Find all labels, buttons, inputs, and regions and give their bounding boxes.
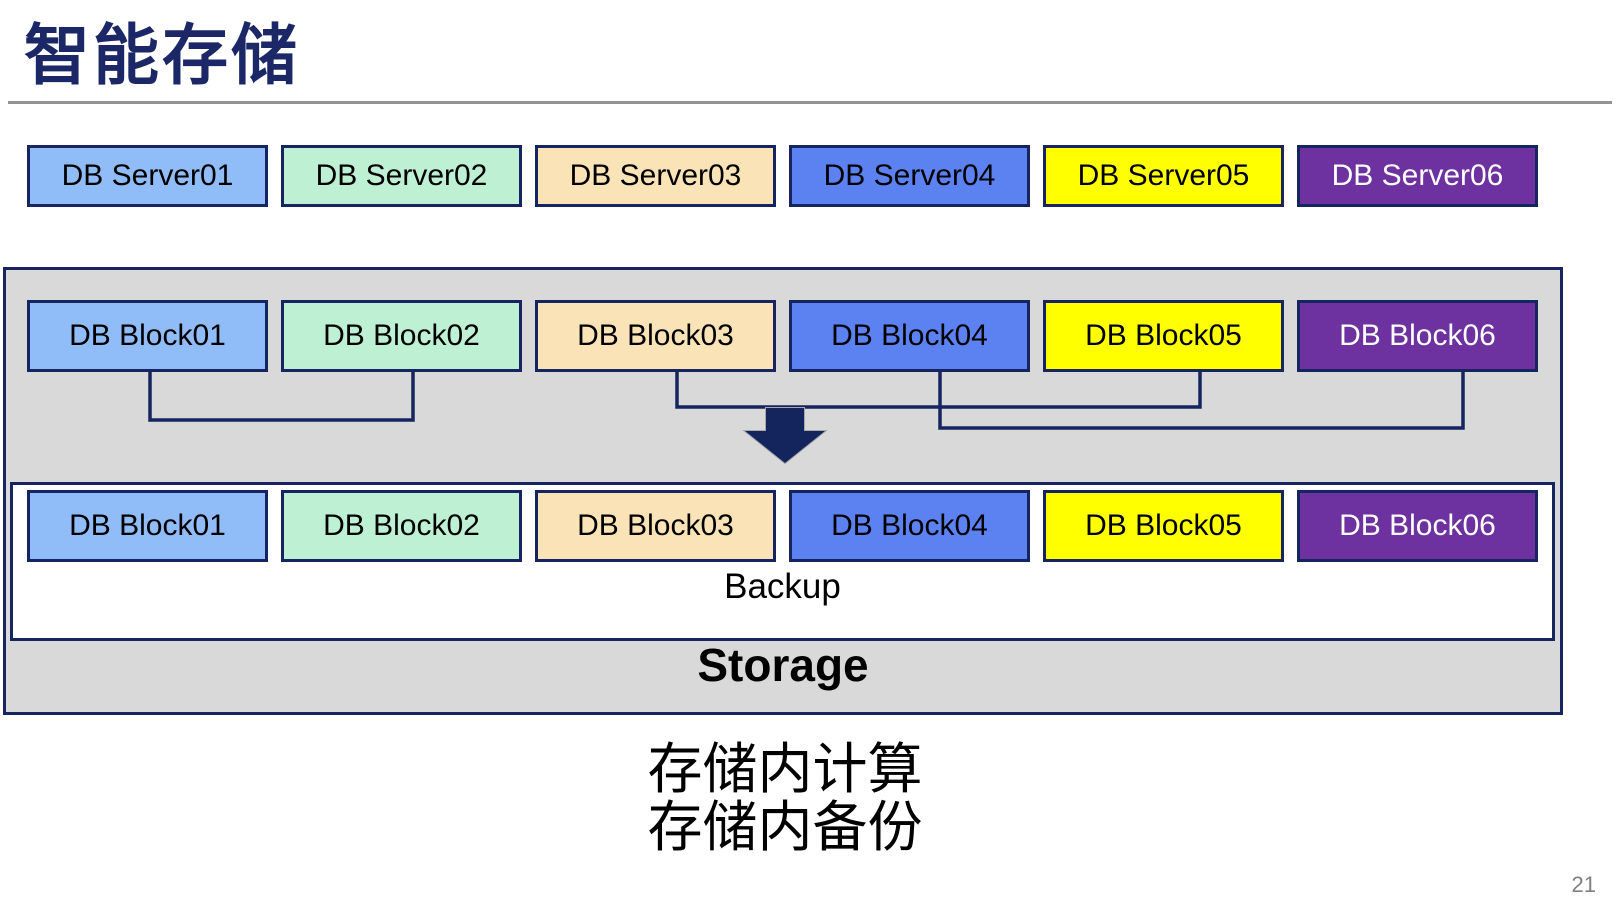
title-divider (8, 101, 1612, 104)
caption-line-2: 存储内备份 (647, 796, 923, 858)
db-server-02-box: DB Server02 (281, 145, 522, 207)
db-block-01-backup-box: DB Block01 (27, 490, 268, 562)
db-server-04-box: DB Server04 (789, 145, 1030, 207)
caption-block: 存储内计算 存储内备份 (0, 740, 1570, 856)
db-block-05-box: DB Block05 (1043, 300, 1284, 372)
db-server-06-box: DB Server06 (1297, 145, 1538, 207)
db-block-04-box: DB Block04 (789, 300, 1030, 372)
caption-line-1: 存储内计算 (647, 738, 923, 800)
db-block-03-backup-box: DB Block03 (535, 490, 776, 562)
db-server-03-box: DB Server03 (535, 145, 776, 207)
db-block-row-source: DB Block01 DB Block02 DB Block03 DB Bloc… (6, 300, 1560, 372)
storage-label: Storage (697, 639, 869, 691)
page-title: 智能存储 (24, 18, 300, 92)
db-block-01-box: DB Block01 (27, 300, 268, 372)
db-server-05-box: DB Server05 (1043, 145, 1284, 207)
db-block-02-box: DB Block02 (281, 300, 522, 372)
page-number: 21 (1571, 872, 1596, 897)
db-block-06-backup-box: DB Block06 (1297, 490, 1538, 562)
backup-label: Backup (724, 567, 841, 606)
db-block-03-box: DB Block03 (535, 300, 776, 372)
db-block-05-backup-box: DB Block05 (1043, 490, 1284, 562)
storage-container: DB Block01 DB Block02 DB Block03 DB Bloc… (3, 267, 1563, 715)
backup-container: DB Block01 DB Block02 DB Block03 DB Bloc… (10, 482, 1555, 641)
db-server-row: DB Server01 DB Server02 DB Server03 DB S… (0, 145, 1620, 207)
db-block-row-backup: DB Block01 DB Block02 DB Block03 DB Bloc… (13, 490, 1552, 562)
db-block-04-backup-box: DB Block04 (789, 490, 1030, 562)
db-block-02-backup-box: DB Block02 (281, 490, 522, 562)
db-block-06-box: DB Block06 (1297, 300, 1538, 372)
db-server-01-box: DB Server01 (27, 145, 268, 207)
